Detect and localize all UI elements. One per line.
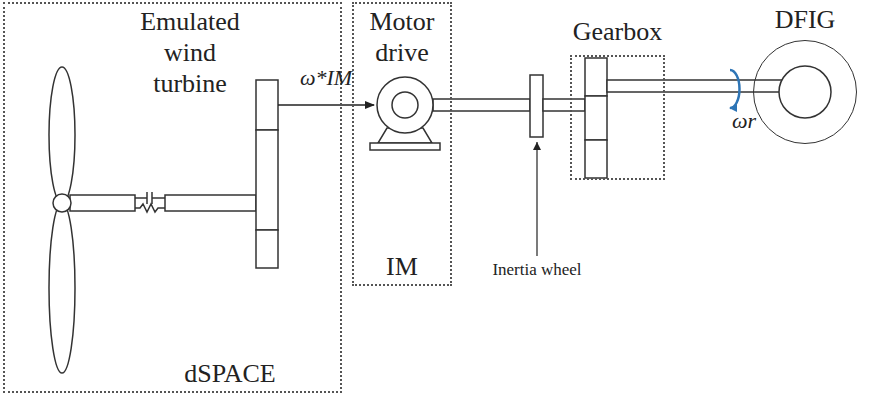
turbine-hub: [53, 194, 71, 212]
node-heading: DFIG: [754, 4, 856, 35]
shaft-spring-damper: [135, 192, 165, 212]
motor-rotor: [392, 92, 418, 118]
inertia-wheel: [530, 75, 543, 137]
generator-shaft: [607, 80, 797, 92]
motor-drive-box: Motor driveIM: [352, 2, 452, 286]
gear-wheel: [585, 58, 607, 96]
motor-body: [377, 77, 433, 133]
gear-wheel: [256, 230, 278, 268]
signal-arrow: [278, 104, 374, 106]
gearbox-box: Gearbox: [570, 55, 665, 180]
speed-symbol: ωr: [729, 108, 759, 134]
rotation-arrow: [730, 70, 740, 108]
node-caption: dSPACE: [165, 358, 295, 389]
node-caption: IM: [354, 251, 450, 282]
motor-shaft: [433, 99, 530, 111]
gear-wheel: [585, 96, 607, 140]
gearbox-input-shaft: [543, 99, 585, 111]
leader-line: [536, 142, 537, 256]
motor-feet: [370, 143, 440, 150]
speed-reference: ω*IM: [291, 65, 361, 91]
gear-wheel: [256, 80, 278, 130]
gear-wheel: [585, 140, 607, 178]
node-heading: Gearbox: [572, 16, 663, 47]
part-label: Inertia wheel: [487, 260, 587, 280]
node-heading: Emulated wind turbine: [125, 6, 255, 99]
generator-circle: DFIG: [753, 40, 857, 144]
emulator-box: Emulated wind turbine dSPACE: [3, 2, 342, 393]
turbine-blade: [49, 203, 75, 373]
turbine-blade: [49, 67, 75, 203]
gear-wheel: [256, 130, 278, 230]
turbine-shaft: [70, 195, 135, 211]
generator-rotor: [779, 66, 831, 118]
node-heading: Motor drive: [354, 6, 450, 68]
turbine-shaft: [165, 195, 256, 211]
